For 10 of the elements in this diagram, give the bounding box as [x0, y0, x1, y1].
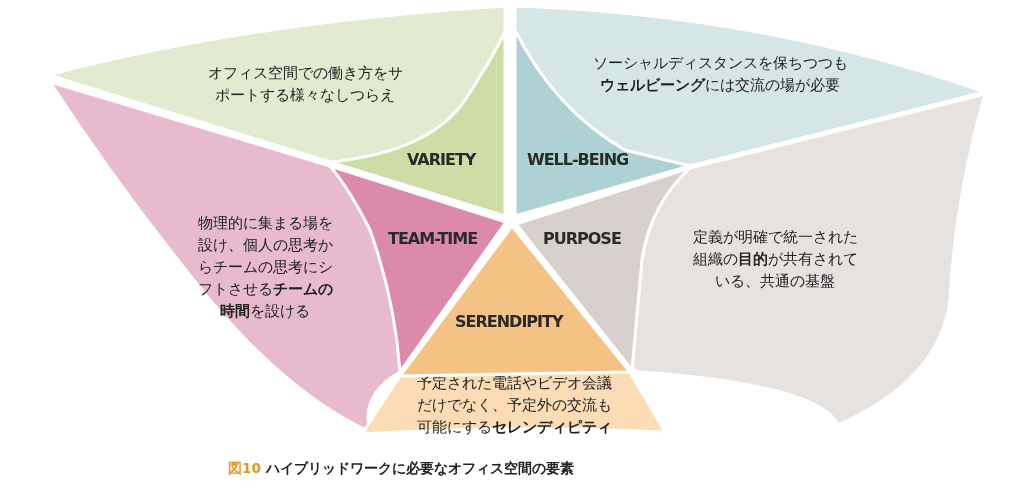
- description-text: 定義が明確で統一された組織の目的が共有されている、共通の基盤: [691, 227, 859, 292]
- element-label: TEAM-TIME: [388, 229, 478, 248]
- description-text: オフィス空間での働き方をサポートする様々なしつらえ: [206, 63, 404, 106]
- element-label: PURPOSE: [543, 229, 621, 248]
- element-label: SERENDIPITY: [455, 312, 563, 331]
- description-text: ソーシャルディスタンスを保ちつつもウェルビーングには交流の場が必要: [591, 53, 849, 96]
- description-text: 物理的に集まる場を設け、個人の思考からチームの思考にシフトさせるチームの時間を設ける: [196, 213, 334, 322]
- element-label: VARIETY: [407, 150, 476, 169]
- element-label: WELL-BEING: [527, 150, 629, 169]
- figure-caption: 図10 ハイブリッドワークに必要なオフィス空間の要素: [228, 460, 574, 478]
